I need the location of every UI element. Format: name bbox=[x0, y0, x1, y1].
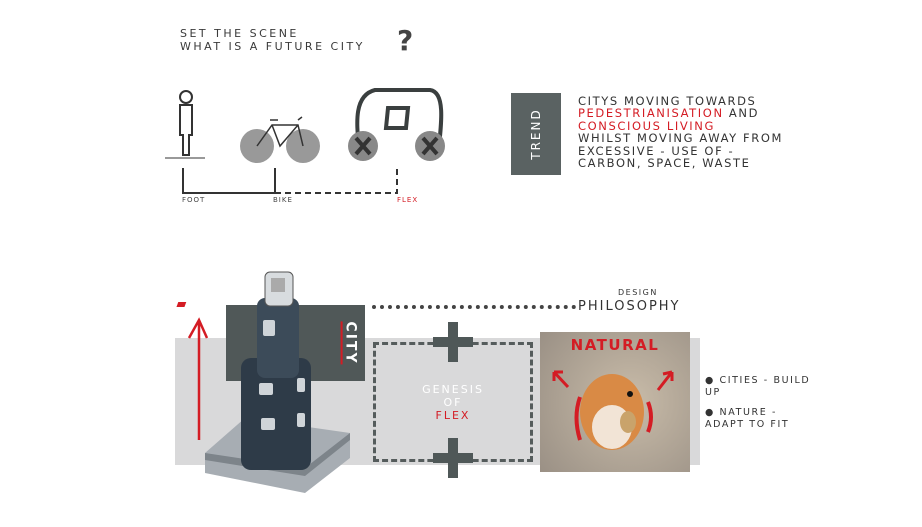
hamster-illustration bbox=[552, 370, 674, 450]
design-label: DESIGN bbox=[618, 288, 658, 297]
natural-label: NATURAL bbox=[570, 336, 660, 354]
flex-vehicle-icon bbox=[348, 88, 445, 161]
genesis-line: GENESIS bbox=[422, 383, 484, 396]
genesis-text: GENESIS OF FLEX bbox=[376, 383, 530, 422]
trend-highlight: CONSCIOUS LIVING bbox=[578, 118, 716, 133]
trend-line: EXCESSIVE - USE OF - bbox=[578, 143, 735, 158]
plus-icon bbox=[433, 438, 473, 478]
bullet-text: ADAPT TO FIT bbox=[705, 419, 790, 430]
dotted-connector bbox=[372, 305, 576, 309]
bullet-text: UP bbox=[705, 387, 721, 398]
bullet-line: ● NATURE - bbox=[705, 407, 777, 418]
trend-highlight: PEDESTRIANISATION bbox=[578, 106, 724, 121]
timeline-solid bbox=[182, 168, 276, 194]
bike-icon bbox=[240, 116, 320, 163]
bullet-cities: ● CITIES - BUILD UP bbox=[705, 375, 810, 399]
growth-arrow-icon bbox=[176, 302, 209, 440]
trend-text: CITYS MOVING TOWARDS PEDESTRIANISATION A… bbox=[578, 94, 784, 171]
label-foot: FOOT bbox=[182, 196, 206, 204]
trend-line: CITYS MOVING TOWARDS bbox=[578, 94, 757, 108]
plus-icon bbox=[433, 322, 473, 362]
stack-it-device bbox=[205, 271, 350, 493]
bullet-text: NATURE - bbox=[719, 407, 777, 418]
trend-line: PEDESTRIANISATION AND bbox=[578, 107, 783, 119]
trend-text-part: AND bbox=[723, 106, 760, 121]
pedestrian-icon bbox=[165, 90, 205, 159]
bullet-text: CITIES - BUILD bbox=[719, 375, 811, 386]
bullet-nature: ● NATURE - ADAPT TO FIT bbox=[705, 407, 789, 431]
question-mark: ? bbox=[397, 24, 414, 57]
genesis-line: OF bbox=[443, 396, 463, 409]
label-bike: BIKE bbox=[273, 196, 293, 204]
timeline-dashed bbox=[275, 165, 398, 194]
trend-box: TREND bbox=[511, 93, 561, 175]
genesis-flex: FLEX bbox=[435, 409, 471, 422]
bullet-line: ● CITIES - BUILD bbox=[705, 375, 811, 386]
title-line-1: SET THE SCENE bbox=[180, 27, 299, 40]
trend-line: WHILST MOVING AWAY FROM bbox=[578, 131, 784, 146]
title-line-2: WHAT IS A FUTURE CITY bbox=[180, 40, 365, 53]
philosophy-label: PHILOSOPHY bbox=[578, 299, 681, 314]
trend-line: CARBON, SPACE, WASTE bbox=[578, 156, 751, 171]
hamster-photo: NATURAL bbox=[540, 332, 690, 472]
trend-label: TREND bbox=[529, 108, 543, 160]
mobility-sketches bbox=[165, 88, 445, 194]
label-flex: FLEX bbox=[397, 196, 419, 204]
